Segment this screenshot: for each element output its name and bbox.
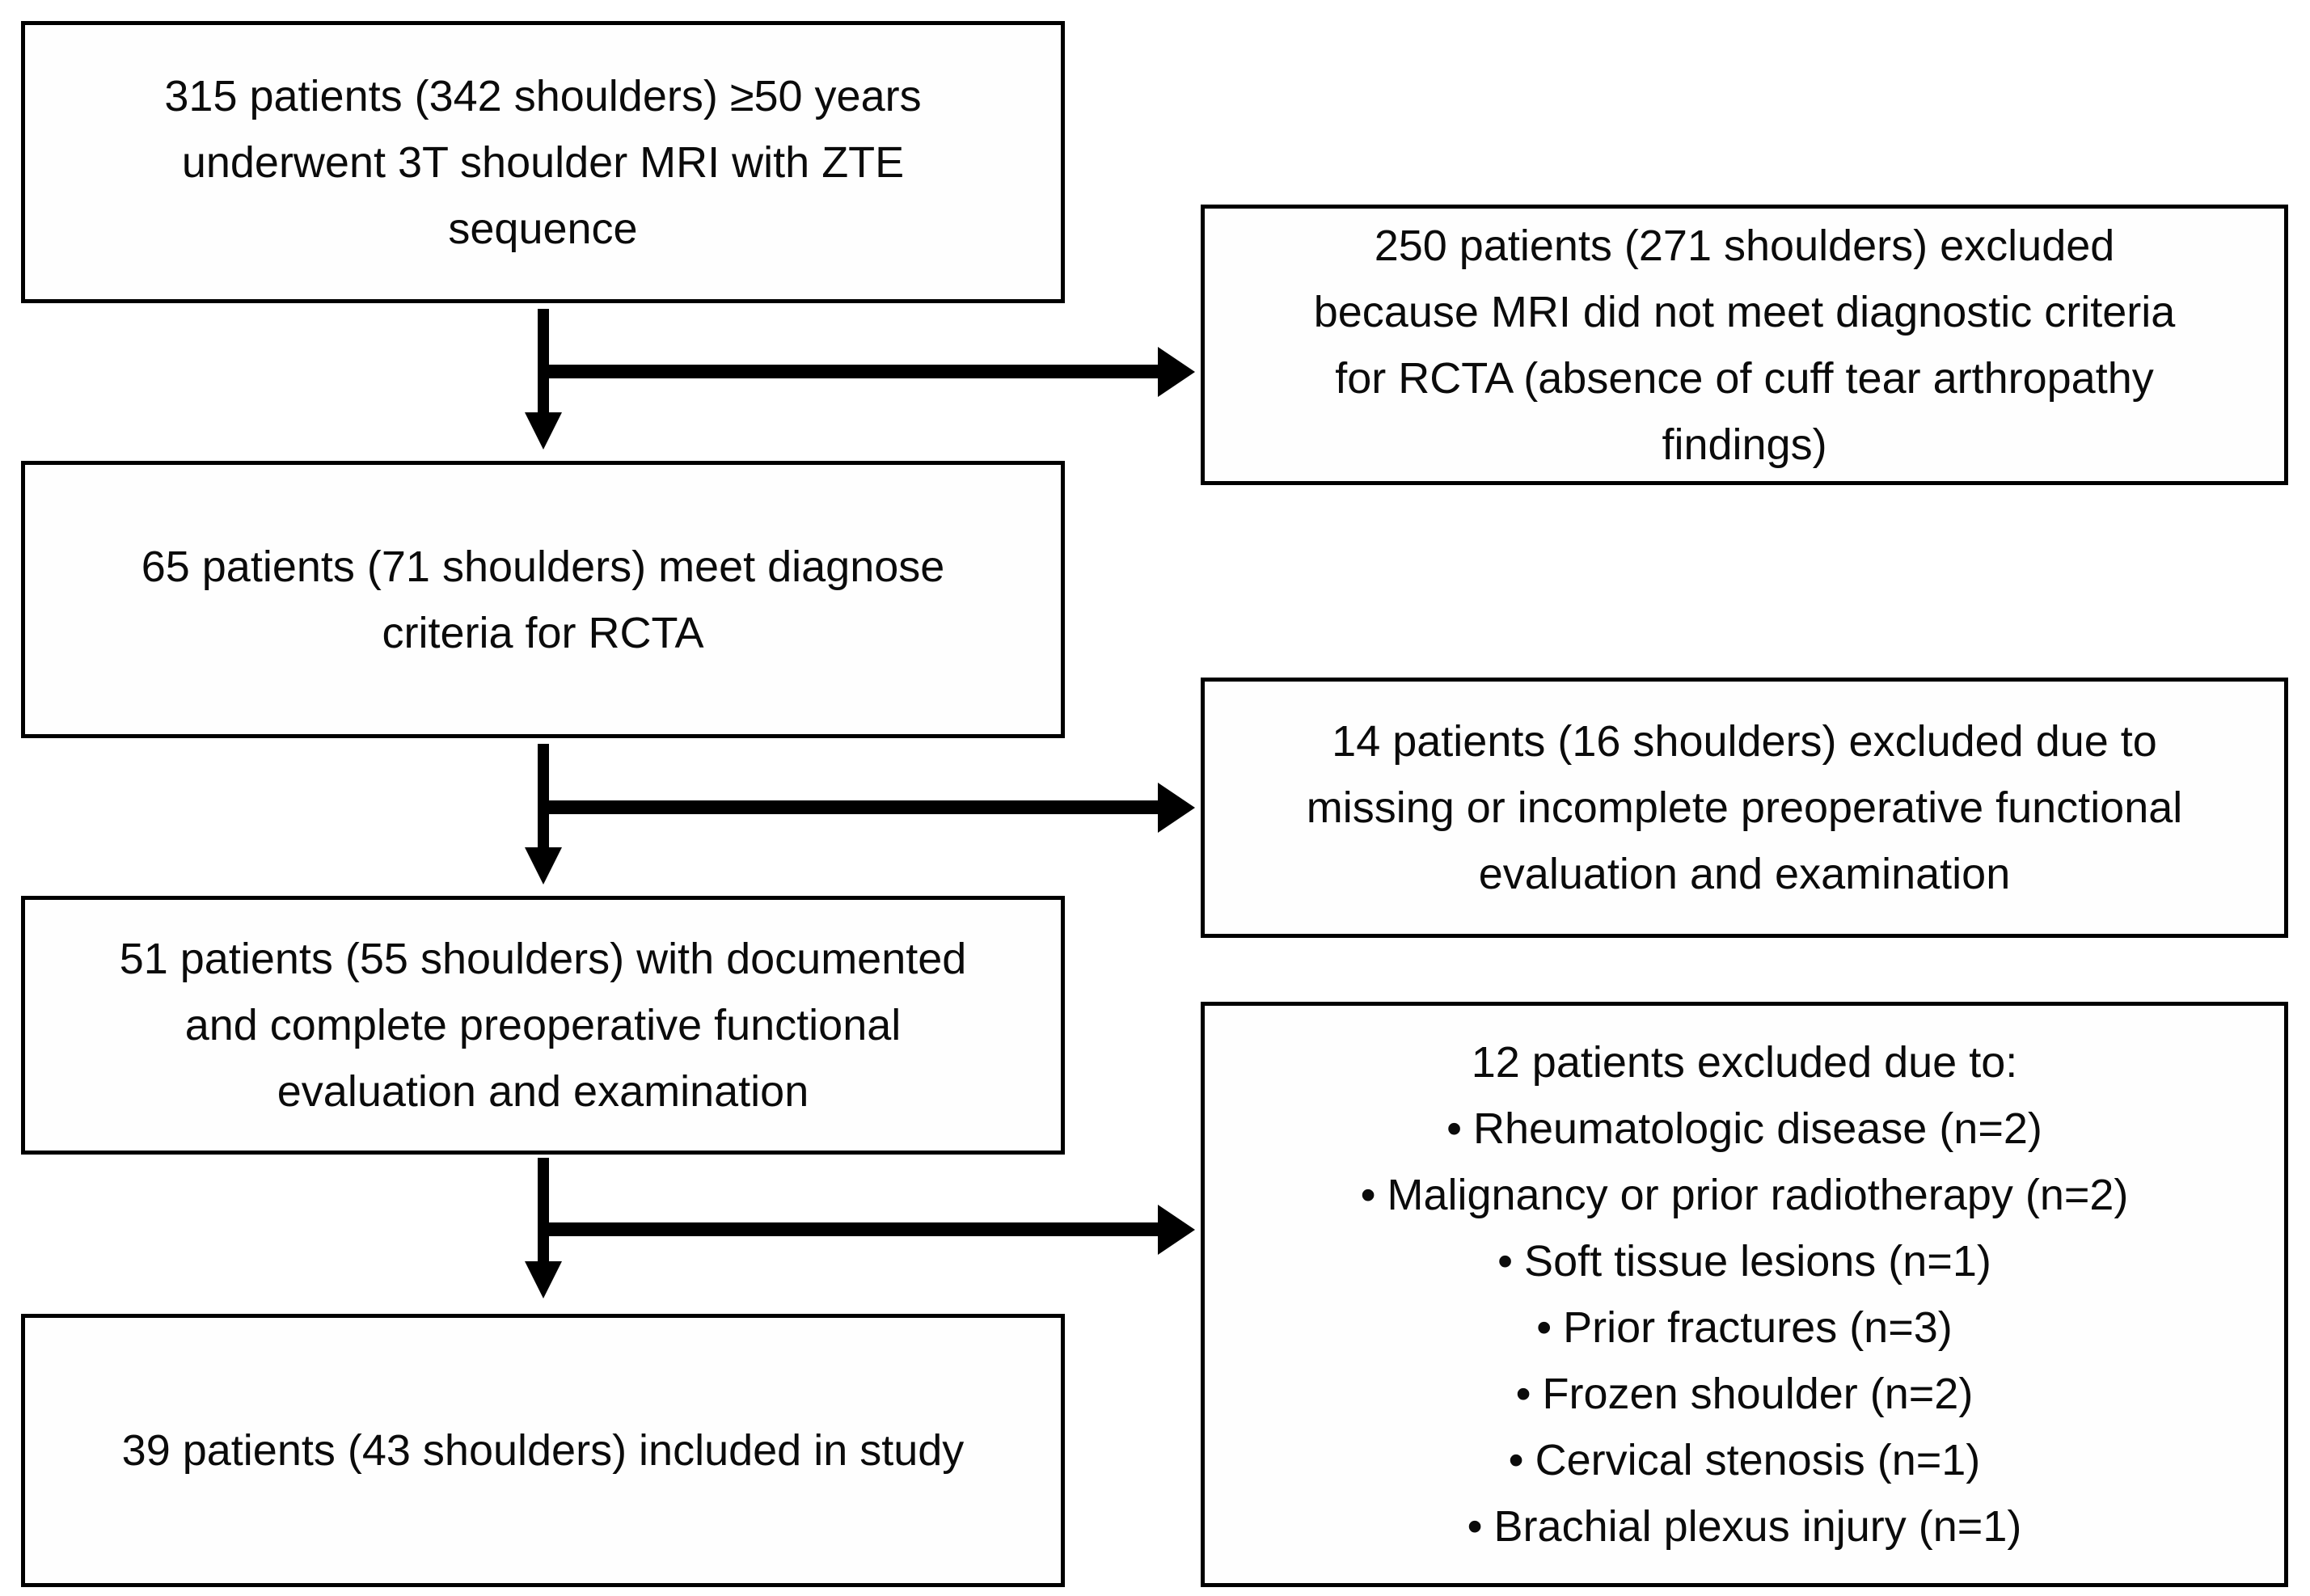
exclusion-box-missing-evaluation-text: 14 patients (16 shoulders) excluded due … bbox=[1306, 717, 2183, 898]
bullet-icon: • bbox=[1536, 1303, 1552, 1352]
exclusion-box-mri-criteria-text: 250 patients (271 shoulders) excluded be… bbox=[1313, 221, 2176, 469]
down-arrowhead-icon-2 bbox=[525, 847, 562, 885]
bullet-icon: • bbox=[1467, 1502, 1483, 1551]
down-arrow-shaft-2 bbox=[538, 744, 549, 849]
bullet-icon: • bbox=[1515, 1370, 1531, 1418]
right-arrowhead-icon-3 bbox=[1158, 1205, 1195, 1255]
main-box-functional-evaluation: 51 patients (55 shoulders) with document… bbox=[21, 896, 1065, 1155]
main-box-enrollment: 315 patients (342 shoulders) ≥50 years u… bbox=[21, 21, 1065, 303]
right-arrowhead-icon-2 bbox=[1158, 783, 1195, 833]
bullet-icon: • bbox=[1360, 1171, 1376, 1219]
exclusion-list-item: •Rheumatologic disease (n=2) bbox=[1446, 1096, 2042, 1162]
main-box-included: 39 patients (43 shoulders) included in s… bbox=[21, 1314, 1065, 1587]
exclusion-list-item-text: Cervical stenosis (n=1) bbox=[1535, 1436, 1981, 1484]
down-arrow-shaft-1 bbox=[538, 309, 549, 414]
exclusion-list-item: •Brachial plexus injury (n=1) bbox=[1468, 1493, 2022, 1560]
right-arrowhead-icon-1 bbox=[1158, 347, 1195, 397]
bullet-icon: • bbox=[1446, 1104, 1462, 1153]
exclusion-list-item-text: Rheumatologic disease (n=2) bbox=[1472, 1104, 2042, 1153]
exclusion-list-item-text: Soft tissue lesions (n=1) bbox=[1524, 1237, 1991, 1286]
right-arrow-shaft-1 bbox=[543, 365, 1158, 378]
exclusion-list-item: •Cervical stenosis (n=1) bbox=[1509, 1427, 1981, 1493]
exclusion-reason-list: 12 patients excluded due to: •Rheumatolo… bbox=[1361, 1029, 2129, 1560]
exclusion-list-item: •Frozen shoulder (n=2) bbox=[1516, 1361, 1974, 1427]
main-box-diagnosis-criteria-text: 65 patients (71 shoulders) meet diagnose… bbox=[141, 542, 945, 657]
exclusion-box-missing-evaluation: 14 patients (16 shoulders) excluded due … bbox=[1201, 678, 2288, 938]
main-box-functional-evaluation-text: 51 patients (55 shoulders) with document… bbox=[119, 935, 967, 1116]
exclusion-list-item: •Prior fractures (n=3) bbox=[1536, 1294, 1953, 1361]
exclusion-list-item-text: Frozen shoulder (n=2) bbox=[1542, 1370, 1974, 1418]
exclusion-list-item: •Malignancy or prior radiotherapy (n=2) bbox=[1361, 1162, 2129, 1228]
right-arrow-shaft-3 bbox=[543, 1222, 1158, 1236]
exclusion-box-other-reasons: 12 patients excluded due to: •Rheumatolo… bbox=[1201, 1002, 2288, 1587]
bullet-icon: • bbox=[1508, 1436, 1524, 1484]
exclusion-list-item: •Soft tissue lesions (n=1) bbox=[1497, 1228, 1991, 1294]
down-arrowhead-icon-3 bbox=[525, 1261, 562, 1298]
down-arrowhead-icon-1 bbox=[525, 412, 562, 450]
exclusion-list-item-text: Malignancy or prior radiotherapy (n=2) bbox=[1387, 1171, 2129, 1219]
exclusion-list-item-text: Prior fractures (n=3) bbox=[1563, 1303, 1953, 1352]
exclusion-box-mri-criteria: 250 patients (271 shoulders) excluded be… bbox=[1201, 205, 2288, 485]
right-arrow-shaft-2 bbox=[543, 800, 1158, 814]
exclusion-list-item-text: Brachial plexus injury (n=1) bbox=[1493, 1502, 2022, 1551]
exclusion-list-title: 12 patients excluded due to: bbox=[1471, 1038, 2018, 1087]
bullet-icon: • bbox=[1497, 1237, 1514, 1286]
down-arrow-shaft-3 bbox=[538, 1158, 549, 1263]
main-box-included-text: 39 patients (43 shoulders) included in s… bbox=[121, 1426, 965, 1475]
main-box-diagnosis-criteria: 65 patients (71 shoulders) meet diagnose… bbox=[21, 461, 1065, 738]
main-box-enrollment-text: 315 patients (342 shoulders) ≥50 years u… bbox=[164, 71, 922, 253]
